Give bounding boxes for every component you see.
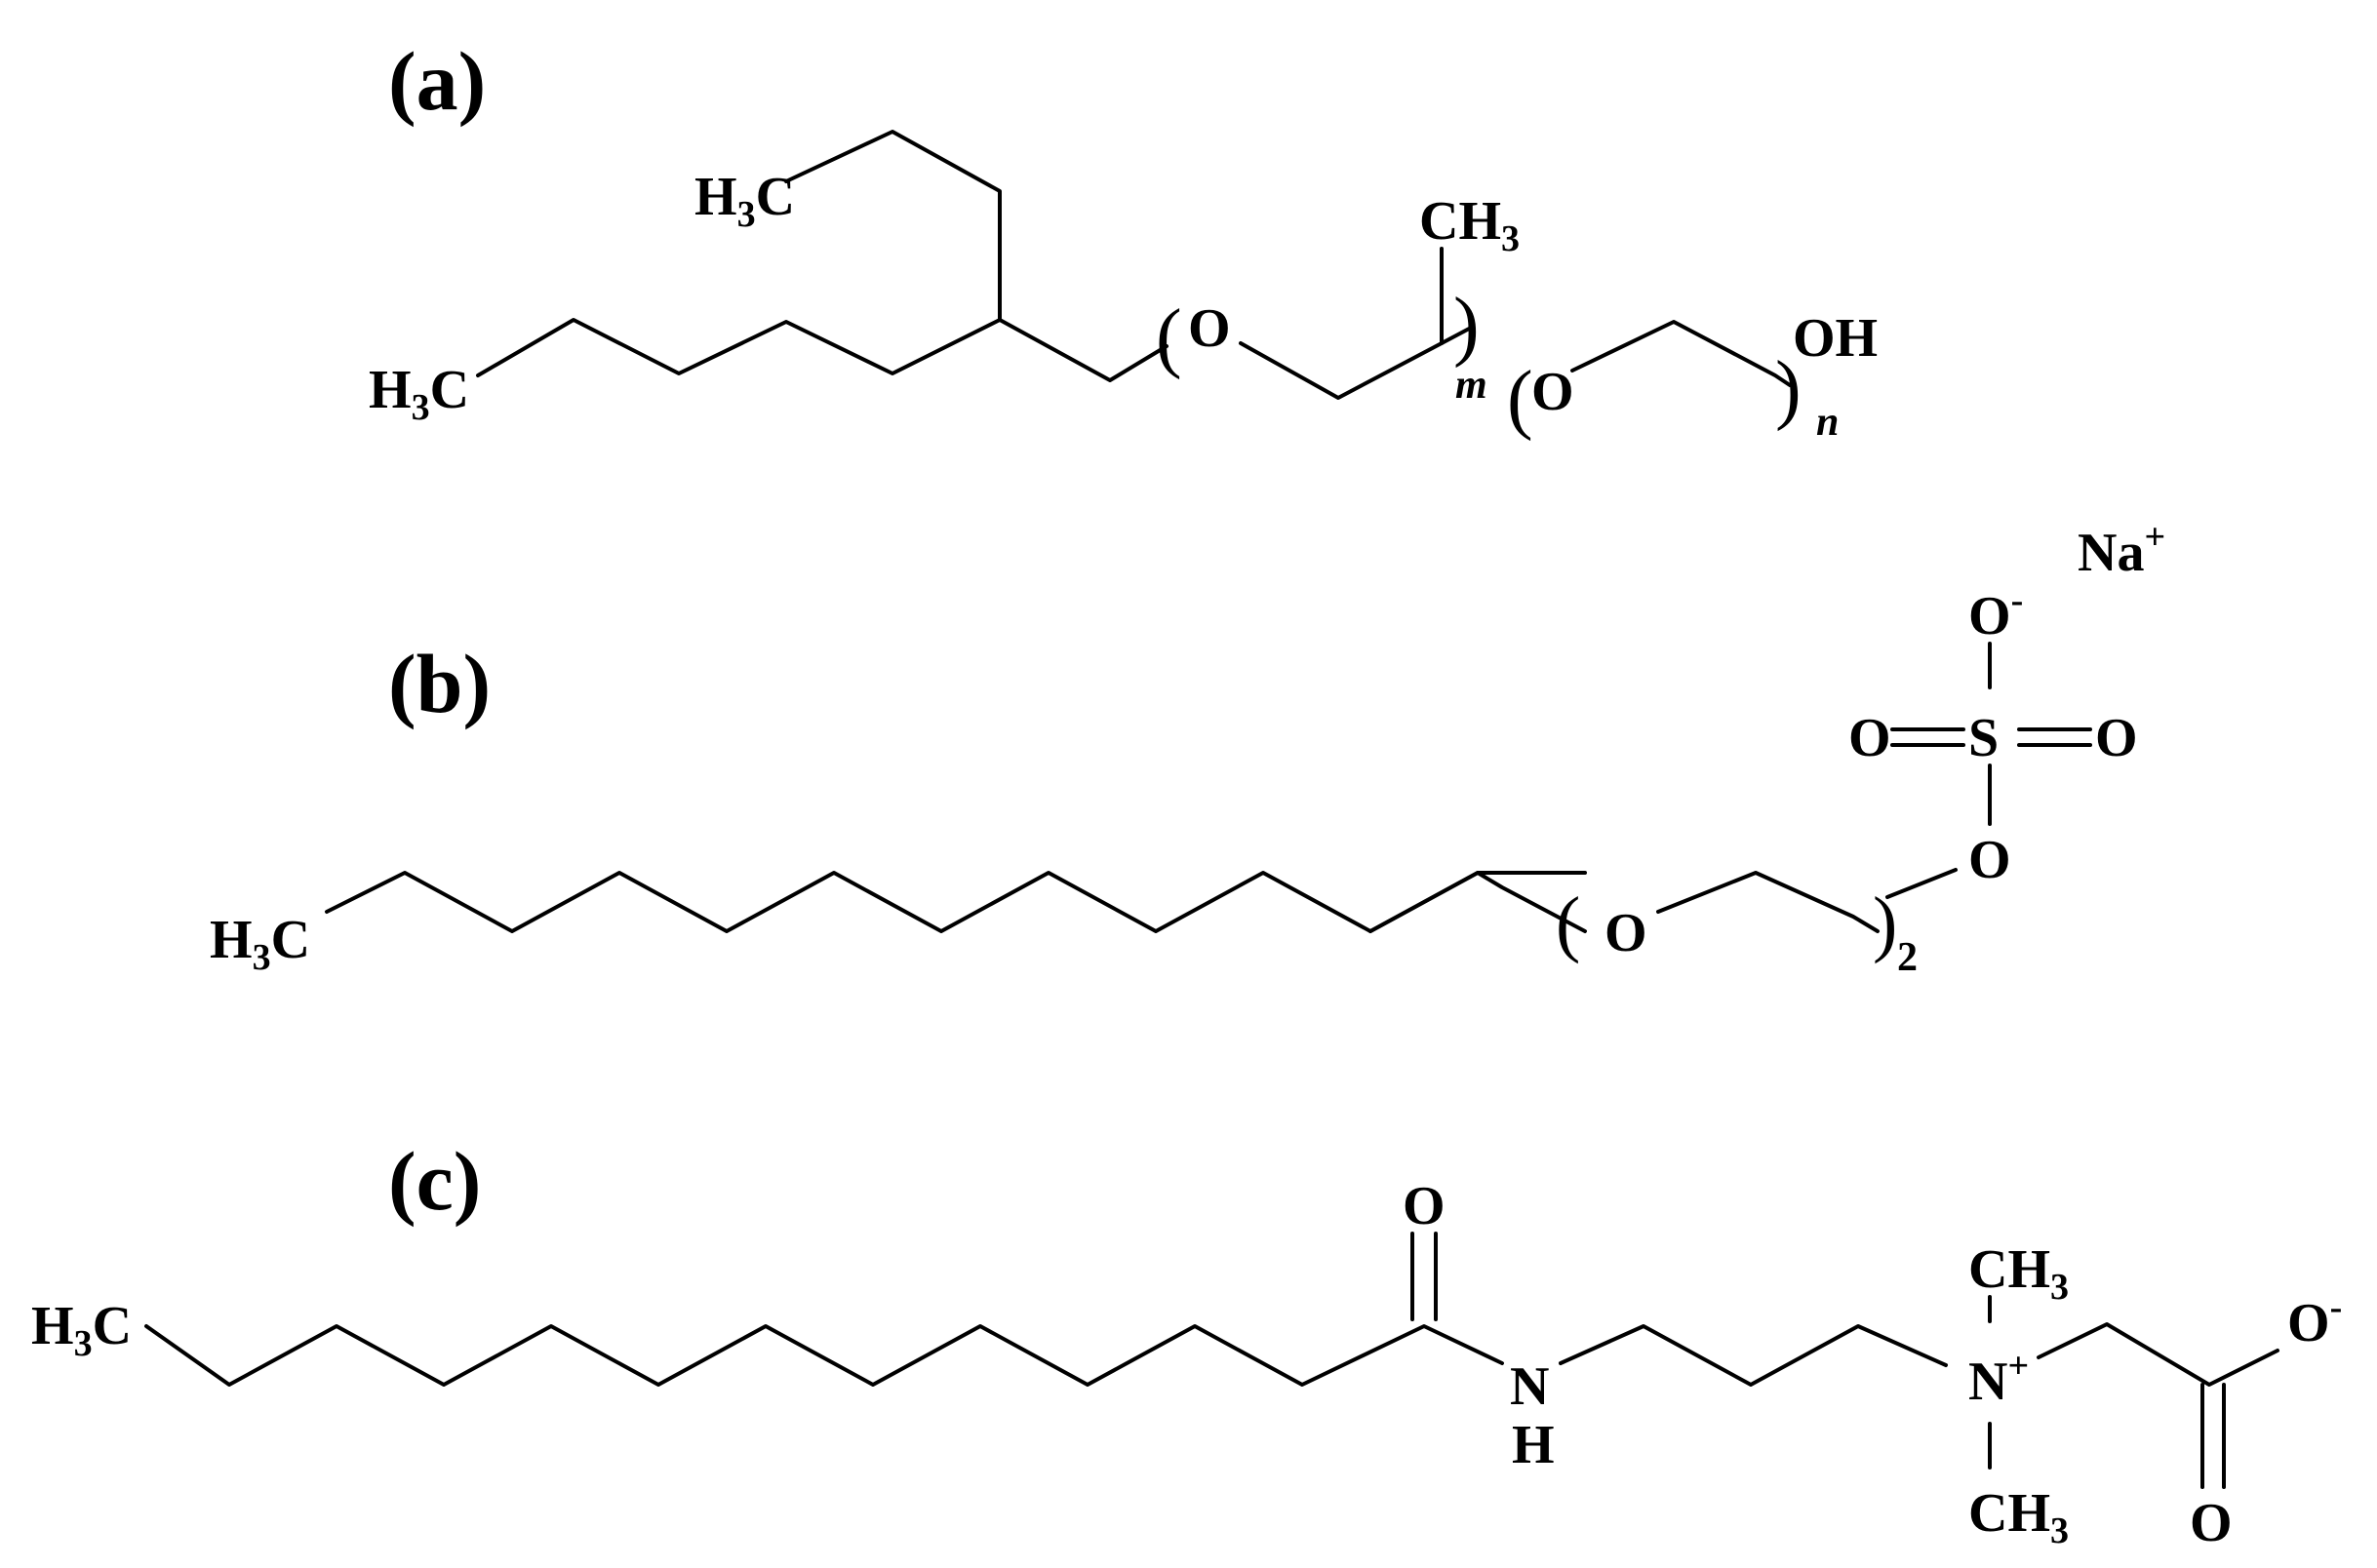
atom-c-ch3-bottom: CH3 xyxy=(1968,1483,2069,1551)
bonds-b-ethoxy xyxy=(1656,871,1880,933)
atom-c-ch3-top: CH3 xyxy=(1968,1239,2069,1308)
atom-a-h3c-bottom: H3C xyxy=(369,360,469,428)
structure-c: H3C O N H N+ CH3 CH3 O- O xyxy=(31,1176,2342,1553)
panel-label-c: (c) xyxy=(388,1134,481,1228)
atom-a-ch3: CH3 xyxy=(1419,191,1520,259)
bonds-c-propyl-chain xyxy=(1559,1324,1948,1387)
atom-a-oxygen-2: O xyxy=(1531,362,1574,422)
paren-b-open: ( xyxy=(1556,882,1580,964)
atom-a-oh: OH xyxy=(1793,308,1878,369)
atom-c-amide-h: H xyxy=(1512,1415,1555,1475)
atom-b-sodium: Na+ xyxy=(2078,517,2165,583)
bonds-a-ethoxy xyxy=(1570,320,1792,387)
structure-a: H3C H3C ( O CH3 ) m ( O ) n OH xyxy=(369,130,1878,445)
bonds-c-alkyl-chain xyxy=(144,1324,1504,1387)
atom-b-h3c: H3C xyxy=(210,910,310,978)
atom-c-carbonyl-o: O xyxy=(1403,1176,1446,1236)
paren-b-close: ) xyxy=(1873,882,1897,964)
atom-c-quaternary-n: N+ xyxy=(1968,1346,2029,1412)
bonds-a-branch xyxy=(784,130,1002,322)
bonds-c-carboxymethyl xyxy=(2037,1322,2279,1387)
panel-label-b: (b) xyxy=(388,637,491,730)
subscript-b-repeat: 2 xyxy=(1897,935,1918,980)
paren-a-open-m: ( xyxy=(1156,294,1182,380)
subscript-a-n: n xyxy=(1816,400,1839,445)
bonds-b-alkyl-chain xyxy=(325,871,1587,933)
bonds-a-main-chain xyxy=(476,318,1169,382)
atom-c-h3c: H3C xyxy=(31,1296,132,1364)
atom-b-sulfur: S xyxy=(1968,708,1999,768)
atom-a-h3c-top: H3C xyxy=(694,167,795,235)
paren-a-close-n: ) xyxy=(1775,346,1802,432)
bonds-a-propoxy xyxy=(1239,325,1475,400)
atom-b-o-right: O xyxy=(2095,708,2138,768)
paren-a-close-m: ) xyxy=(1453,283,1480,369)
atom-c-carboxylate-o-minus: O- xyxy=(2287,1287,2342,1353)
atom-c-carboxylate-o: O xyxy=(2190,1493,2233,1553)
bond-b-o-link xyxy=(1885,868,1958,899)
atom-b-o-left: O xyxy=(1848,708,1891,768)
bonds-b-alkyl-chain-end xyxy=(1368,871,1587,933)
atom-b-o-minus: O- xyxy=(1968,580,2023,647)
paren-a-open-n: ( xyxy=(1507,356,1533,442)
atom-a-oxygen-1: O xyxy=(1188,298,1231,359)
atom-b-o-link: O xyxy=(1968,830,2011,890)
subscript-a-m: m xyxy=(1455,363,1487,408)
structure-b: H3C Na+ O- S O O O ( O ) 2 xyxy=(210,517,2165,980)
atom-c-amide-n: N xyxy=(1510,1356,1549,1417)
atom-b-o-chain: O xyxy=(1604,903,1647,963)
panel-label-a: (a) xyxy=(388,34,486,128)
